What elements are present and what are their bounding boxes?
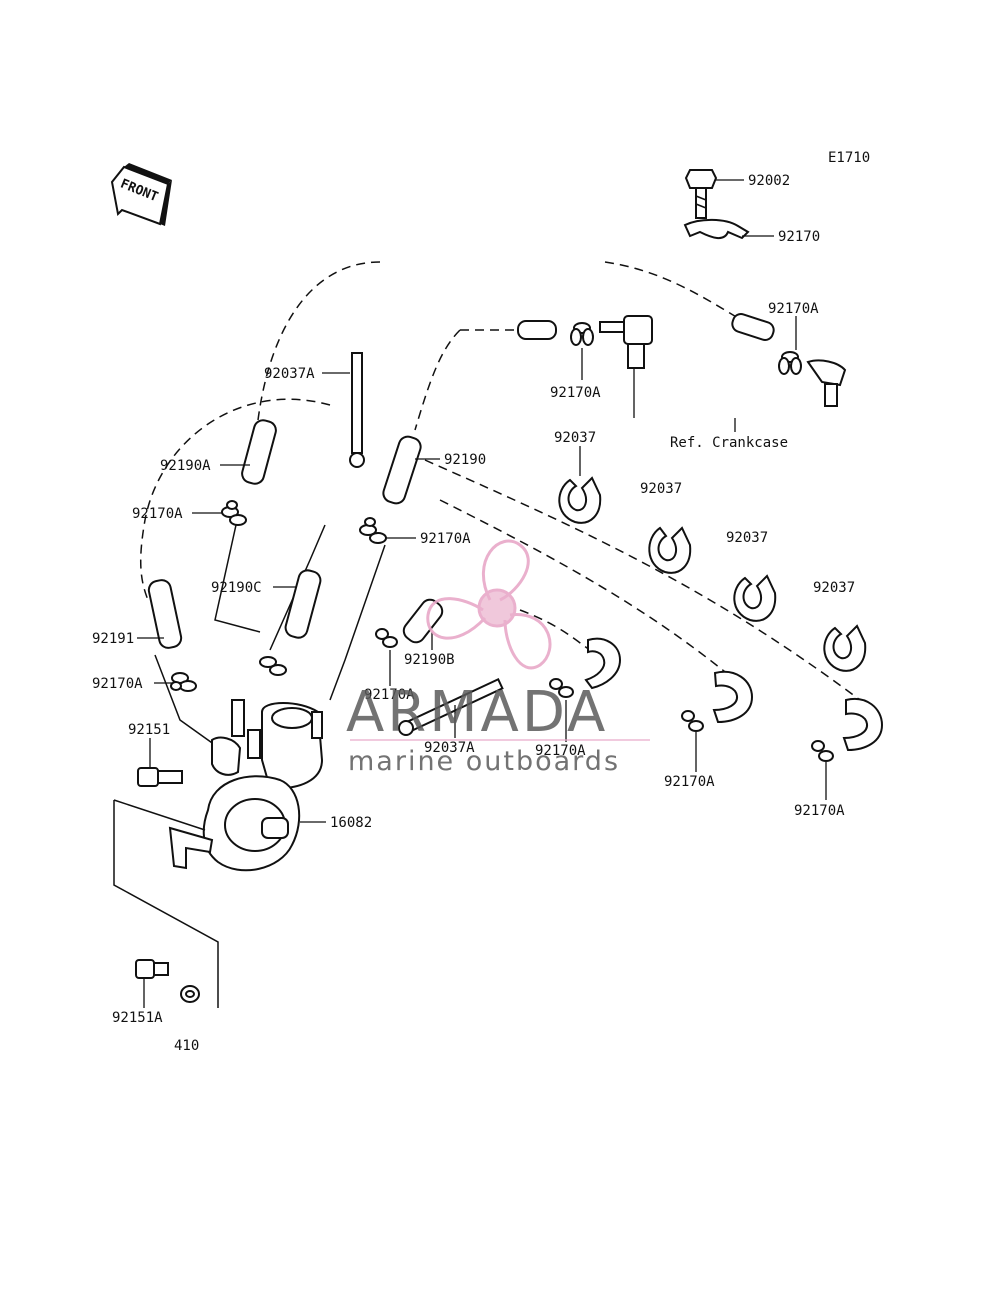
label-410: 410 bbox=[174, 1038, 199, 1054]
label-92190: 92190 bbox=[444, 452, 486, 468]
reference-crankcase: Ref. Crankcase bbox=[670, 435, 788, 451]
clip-92170A-left2-icon bbox=[170, 672, 197, 692]
label-92151: 92151 bbox=[128, 722, 170, 738]
elbow-hose-1-icon bbox=[584, 637, 622, 690]
label-92037A-mid: 92037A bbox=[424, 740, 475, 756]
elbow-hose-3-icon bbox=[842, 697, 884, 752]
label-92190B: 92190B bbox=[404, 652, 455, 668]
clip-92170A-pump-a-icon bbox=[259, 656, 287, 676]
hose-92190-icon bbox=[382, 435, 422, 505]
clip-92170A-left-icon bbox=[221, 500, 247, 526]
hose-top-middle-icon bbox=[517, 320, 557, 340]
label-92191: 92191 bbox=[92, 631, 134, 647]
label-92190C: 92190C bbox=[211, 580, 262, 596]
clamp-92170-icon bbox=[683, 218, 750, 240]
label-92170A-mid: 92170A bbox=[364, 687, 415, 703]
label-92037-d: 92037 bbox=[813, 580, 855, 596]
front-arrow-icon: FRONT bbox=[110, 163, 172, 226]
clip-92170A-mid-icon bbox=[375, 628, 398, 648]
propeller-logo-icon bbox=[426, 539, 552, 670]
elbow-hose-2-icon bbox=[712, 670, 754, 724]
label-92151A: 92151A bbox=[112, 1010, 163, 1026]
bracket-lines bbox=[113, 799, 219, 1008]
label-92037-a: 92037 bbox=[554, 430, 596, 446]
diagram-code: E1710 bbox=[828, 150, 870, 166]
washer-410-icon bbox=[180, 985, 200, 1003]
bolt-92002-icon bbox=[684, 169, 718, 219]
clip-92170A-top-right-icon bbox=[778, 351, 802, 375]
armada-watermark: ARMADA marine outboards bbox=[346, 539, 650, 777]
clip-92170A-bot2-icon bbox=[811, 740, 834, 762]
watermark-brand: ARMADA bbox=[346, 680, 608, 745]
label-92170A-left: 92170A bbox=[132, 506, 183, 522]
label-92170A-mid2: 92170A bbox=[535, 743, 586, 759]
clip-92170A-bot1-icon bbox=[681, 710, 704, 732]
label-92037-c: 92037 bbox=[726, 530, 768, 546]
label-16082: 16082 bbox=[330, 815, 372, 831]
hose-92190A-icon bbox=[241, 419, 277, 485]
clamp-92037-c-icon bbox=[733, 574, 777, 622]
label-92170A-bot2: 92170A bbox=[794, 803, 845, 819]
hose-routing-lines bbox=[139, 261, 861, 746]
hose-92191-icon bbox=[147, 579, 183, 649]
fuel-pump-16082-icon bbox=[168, 699, 324, 872]
label-92170A-top-right: 92170A bbox=[768, 301, 819, 317]
hose-92190B-icon bbox=[402, 598, 444, 644]
label-92037-b: 92037 bbox=[640, 481, 682, 497]
label-92170A-left2: 92170A bbox=[92, 676, 143, 692]
clamp-92037-a-icon bbox=[558, 476, 602, 524]
clip-92170A-center-icon bbox=[359, 517, 387, 544]
label-92170A-bot1: 92170A bbox=[664, 774, 715, 790]
label-92170A-top-mid: 92170A bbox=[550, 385, 601, 401]
leader-lines bbox=[137, 179, 827, 1008]
bolt-92151-icon bbox=[137, 767, 183, 787]
label-92037A-top: 92037A bbox=[264, 366, 315, 382]
fitting-right-icon bbox=[806, 359, 847, 407]
label-92170: 92170 bbox=[778, 229, 820, 245]
label-92190A: 92190A bbox=[160, 458, 211, 474]
hose-92190C-icon bbox=[284, 569, 322, 639]
hose-top-right-icon bbox=[731, 313, 775, 341]
watermark-tagline: marine outboards bbox=[348, 746, 620, 777]
fitting-middle-icon bbox=[599, 315, 653, 369]
bolt-92151A-icon bbox=[135, 959, 169, 979]
clamp-92037-b-icon bbox=[648, 526, 692, 574]
label-92170A-center: 92170A bbox=[420, 531, 471, 547]
clip-92170A-mid2-icon bbox=[549, 678, 574, 698]
strap-92037A-top-icon bbox=[349, 352, 365, 468]
clamp-92037-d-icon bbox=[823, 624, 867, 672]
clip-92170A-top-middle-icon bbox=[570, 322, 594, 346]
label-92002: 92002 bbox=[748, 173, 790, 189]
